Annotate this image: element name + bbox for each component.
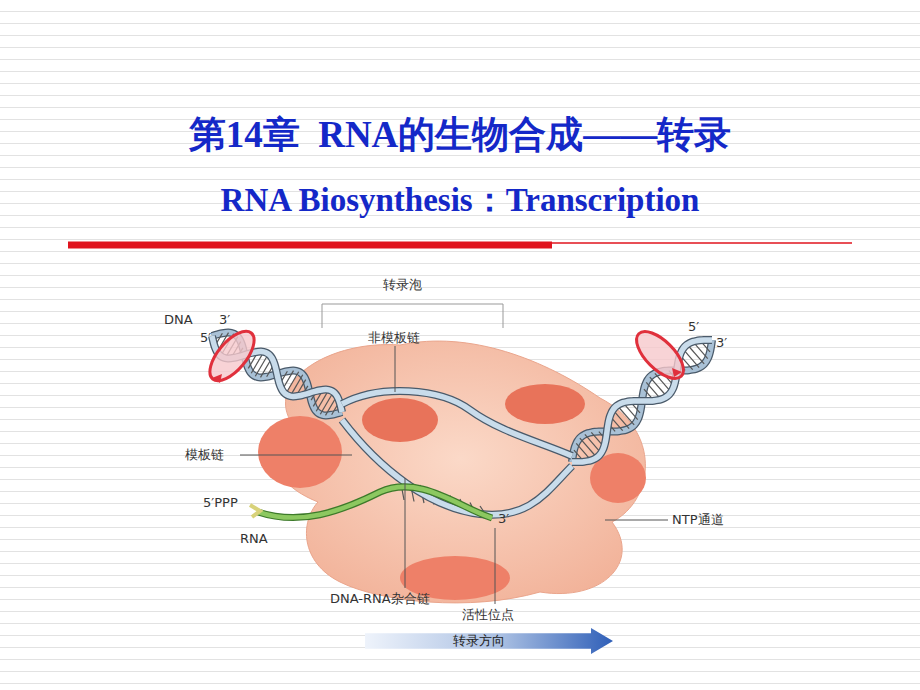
triphosphate	[250, 505, 260, 517]
slide-subtitle: RNA Biosynthesis：Transcription	[221, 182, 700, 218]
polymerase-lobe	[258, 416, 342, 488]
dna-label: DNA	[164, 313, 193, 327]
polymerase-lobe	[505, 384, 585, 424]
site-label: 活性位点	[462, 608, 514, 622]
dna-strand	[572, 340, 712, 462]
end-label: 5′	[688, 320, 699, 334]
end-label: 3′	[219, 313, 230, 327]
rna-label: RNA	[240, 532, 268, 546]
rna-outline	[258, 487, 492, 518]
strand-outline	[572, 340, 712, 462]
hybrid-label: DNA-RNA杂合链	[330, 592, 430, 606]
direction-arrow: 转录方向	[365, 628, 613, 654]
unwinding-disc	[202, 324, 691, 388]
channel-label: NTP通道	[672, 513, 724, 527]
strand-outline	[572, 340, 712, 462]
arrow-text: 转录方向	[365, 628, 593, 654]
slide-title: 第14章 RNA的生物合成——转录	[0, 110, 920, 160]
title-rule	[68, 242, 552, 249]
polymerase-lobe	[362, 398, 438, 442]
strand-label: 非模板链	[368, 331, 420, 345]
end-label: 3′	[498, 512, 509, 526]
dna-helix	[212, 333, 712, 518]
strand-outline	[342, 391, 572, 456]
dna-strand	[572, 340, 712, 462]
end-label: 5′PPP	[203, 496, 238, 510]
dna-strand	[342, 391, 572, 456]
title-rule-thin	[552, 242, 852, 244]
bubble-bracket	[322, 304, 503, 328]
strand-label: 模板链	[185, 448, 224, 462]
end-label: 3′	[716, 336, 727, 350]
end-label: 5′	[200, 331, 211, 345]
leader-lines	[240, 346, 668, 604]
bubble-label: 转录泡	[383, 278, 422, 292]
rna-strand	[258, 487, 492, 518]
